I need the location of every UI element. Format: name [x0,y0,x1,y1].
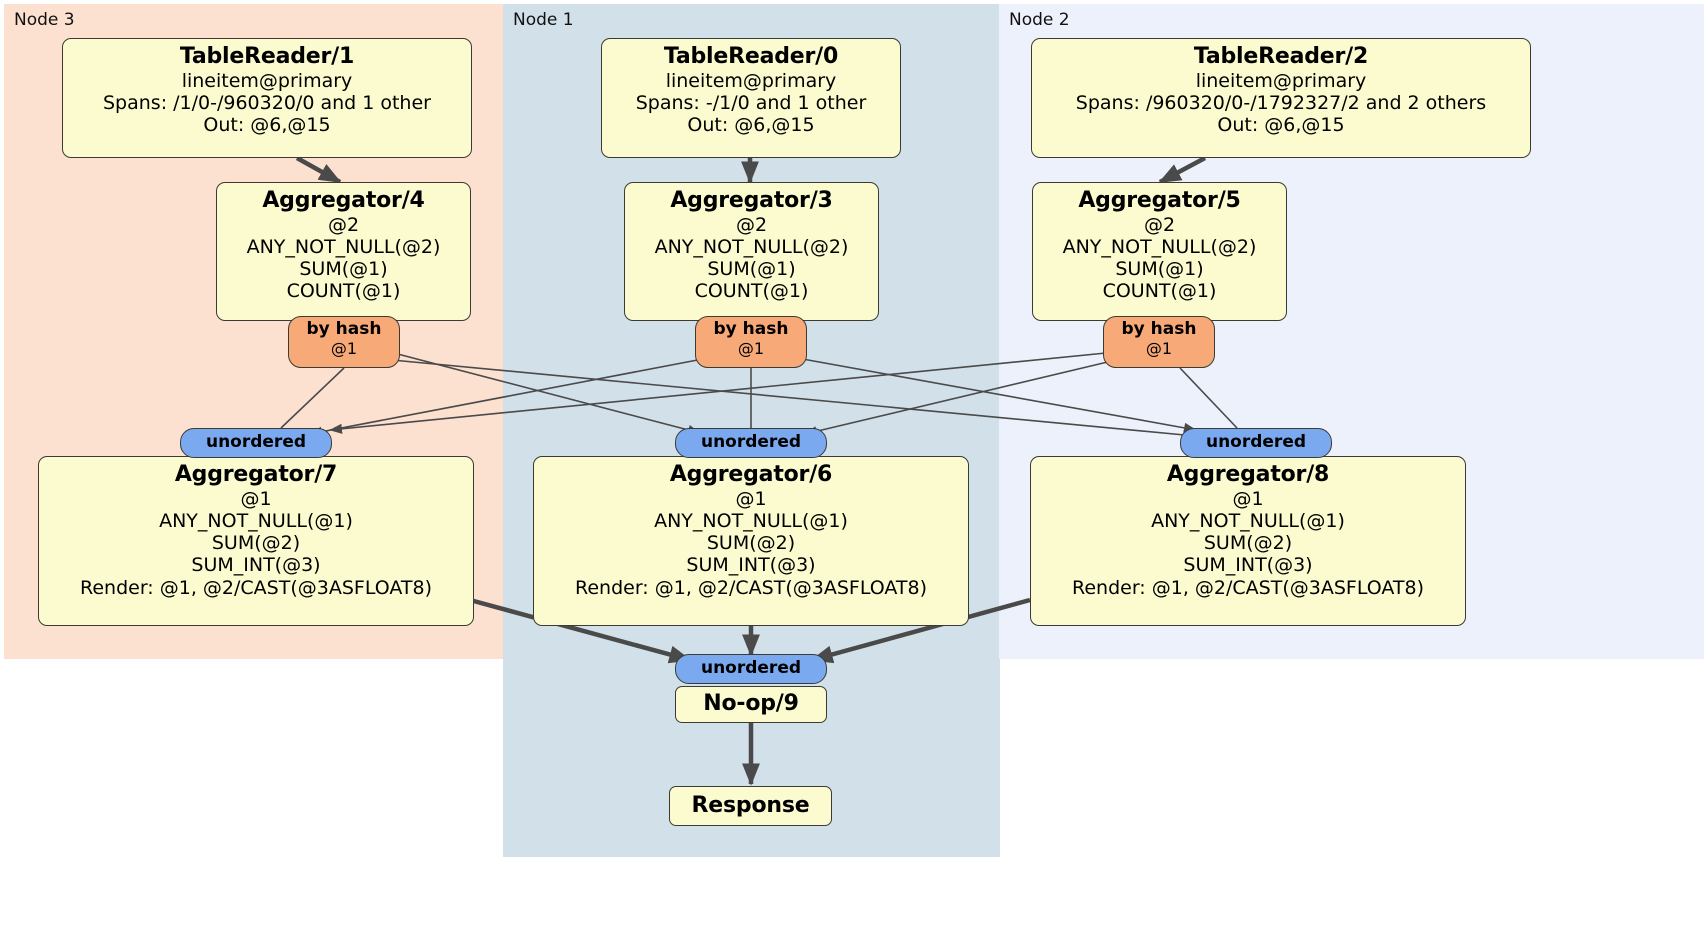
box-line: @2 [735,213,768,236]
box-aggregator-5[interactable]: Aggregator/5 @2 ANY_NOT_NULL(@2) SUM(@1)… [1032,182,1287,321]
box-aggregator-7[interactable]: Aggregator/7 @1 ANY_NOT_NULL(@1) SUM(@2)… [38,456,474,626]
box-line: SUM(@1) [299,258,388,281]
box-aggregator-4[interactable]: Aggregator/4 @2 ANY_NOT_NULL(@2) SUM(@1)… [216,182,471,321]
box-title: Aggregator/4 [262,188,425,213]
box-line: lineitem@primary [665,69,837,92]
box-line: lineitem@primary [1195,69,1367,92]
box-line: @2 [1143,213,1176,236]
box-table-reader-2[interactable]: TableReader/2 lineitem@primary Spans: /9… [1031,38,1531,158]
box-line: Spans: /960320/0-/1792327/2 and 2 others [1075,91,1487,114]
box-line: ANY_NOT_NULL(@2) [246,235,441,258]
box-title: Aggregator/3 [670,188,833,213]
badge-subtitle: @1 [737,338,765,358]
box-line: Spans: /1/0-/960320/0 and 1 other [103,91,431,114]
badge-by-hash-left[interactable]: by hash @1 [288,316,400,368]
box-line: SUM_INT(@3) [686,554,816,577]
box-line: COUNT(@1) [694,280,809,303]
box-line: Render: @1, @2/CAST(@3ASFLOAT8) [1072,576,1424,599]
badge-by-hash-right[interactable]: by hash @1 [1103,316,1215,368]
badge-by-hash-center[interactable]: by hash @1 [695,316,807,368]
box-title: Aggregator/6 [669,462,833,487]
badge-title: by hash [1121,319,1197,339]
box-title: TableReader/1 [179,44,355,69]
badge-title: unordered [205,432,307,452]
box-title: Aggregator/7 [174,462,338,487]
badge-title: unordered [700,432,802,452]
box-title: TableReader/0 [663,44,839,69]
box-title: Aggregator/5 [1078,188,1241,213]
box-line: SUM(@2) [706,532,796,555]
box-line: COUNT(@1) [1102,280,1217,303]
badge-subtitle: @1 [1145,338,1173,358]
box-table-reader-1[interactable]: TableReader/1 lineitem@primary Spans: /1… [62,38,472,158]
badge-unordered-right[interactable]: unordered [1180,428,1332,458]
box-title: No-op/9 [703,691,799,717]
box-line: Out: @6,@15 [203,114,331,137]
box-line: SUM_INT(@3) [191,554,321,577]
box-aggregator-3[interactable]: Aggregator/3 @2 ANY_NOT_NULL(@2) SUM(@1)… [624,182,879,321]
box-table-reader-0[interactable]: TableReader/0 lineitem@primary Spans: -/… [601,38,901,158]
box-line: @2 [327,213,360,236]
box-line: SUM_INT(@3) [1183,554,1313,577]
box-aggregator-6[interactable]: Aggregator/6 @1 ANY_NOT_NULL(@1) SUM(@2)… [533,456,969,626]
box-line: Out: @6,@15 [1217,114,1345,137]
box-line: COUNT(@1) [286,280,401,303]
badge-subtitle: @1 [330,338,358,358]
box-response[interactable]: Response [669,786,832,826]
box-line: SUM(@2) [211,532,301,555]
box-line: @1 [1232,487,1264,510]
box-title: TableReader/2 [1193,44,1369,69]
box-line: @1 [735,487,767,510]
box-line: Spans: -/1/0 and 1 other [635,91,867,114]
badge-title: unordered [1205,432,1307,452]
badge-title: by hash [713,319,789,339]
box-line: ANY_NOT_NULL(@2) [1062,235,1257,258]
box-title: Aggregator/8 [1166,462,1330,487]
box-line: ANY_NOT_NULL(@1) [1151,509,1345,532]
box-line: SUM(@1) [1115,258,1204,281]
box-line: lineitem@primary [181,69,353,92]
badge-unordered-final[interactable]: unordered [675,654,827,684]
panel-node-2-label: Node 2 [1009,10,1070,30]
box-line: Out: @6,@15 [687,114,815,137]
box-line: ANY_NOT_NULL(@2) [654,235,849,258]
box-line: ANY_NOT_NULL(@1) [159,509,353,532]
badge-unordered-left[interactable]: unordered [180,428,332,458]
panel-node-1-label: Node 1 [513,10,574,30]
badge-title: unordered [700,658,802,678]
panel-node-3-label: Node 3 [14,10,75,30]
box-line: Render: @1, @2/CAST(@3ASFLOAT8) [80,576,432,599]
box-line: ANY_NOT_NULL(@1) [654,509,848,532]
badge-unordered-center[interactable]: unordered [675,428,827,458]
box-line: SUM(@1) [707,258,796,281]
box-aggregator-8[interactable]: Aggregator/8 @1 ANY_NOT_NULL(@1) SUM(@2)… [1030,456,1466,626]
box-no-op-9[interactable]: No-op/9 [675,686,827,723]
box-title: Response [691,792,810,818]
badge-title: by hash [306,319,382,339]
box-line: Render: @1, @2/CAST(@3ASFLOAT8) [575,576,927,599]
box-line: SUM(@2) [1203,532,1293,555]
box-line: @1 [240,487,272,510]
